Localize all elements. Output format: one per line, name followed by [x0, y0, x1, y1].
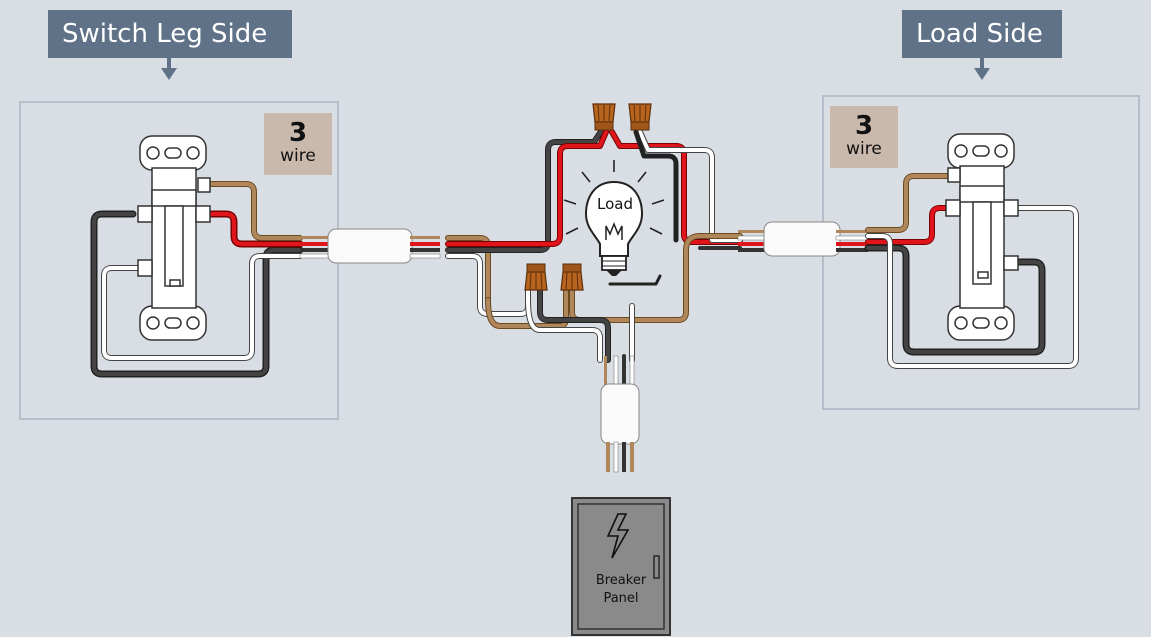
right-cable	[737, 221, 869, 257]
light-bulb-icon	[563, 160, 665, 276]
wire-nut-icon	[628, 103, 652, 131]
wire-nut-icon	[560, 263, 584, 291]
breaker-panel	[571, 497, 671, 636]
lightning-bolt-icon	[606, 513, 630, 559]
switch-icon	[945, 133, 1019, 341]
wire-count-number: 3	[288, 118, 308, 148]
center-wires	[445, 127, 743, 364]
wire-nut-icon	[592, 103, 616, 131]
wire-count-badge: 3 wire	[830, 106, 898, 168]
switch-icon	[137, 135, 211, 341]
wire-count-unit: wire	[846, 139, 882, 159]
load-side-label: Load Side	[902, 10, 1062, 58]
switch-leg-side-label: Switch Leg Side	[48, 10, 292, 58]
left-switch-wires	[90, 181, 304, 378]
panel-label-line2: Panel	[603, 591, 639, 606]
wire-count-number: 3	[854, 111, 874, 141]
wire-count-unit: wire	[280, 146, 316, 166]
load-label: Load	[597, 195, 633, 213]
wire-nut-icon	[524, 263, 548, 291]
right-switch-wires	[864, 173, 1079, 369]
wire-count-badge: 3 wire	[264, 113, 332, 175]
panel-label-line1: Breaker	[595, 573, 647, 588]
panel-cable	[600, 355, 640, 473]
left-cable	[299, 228, 441, 264]
